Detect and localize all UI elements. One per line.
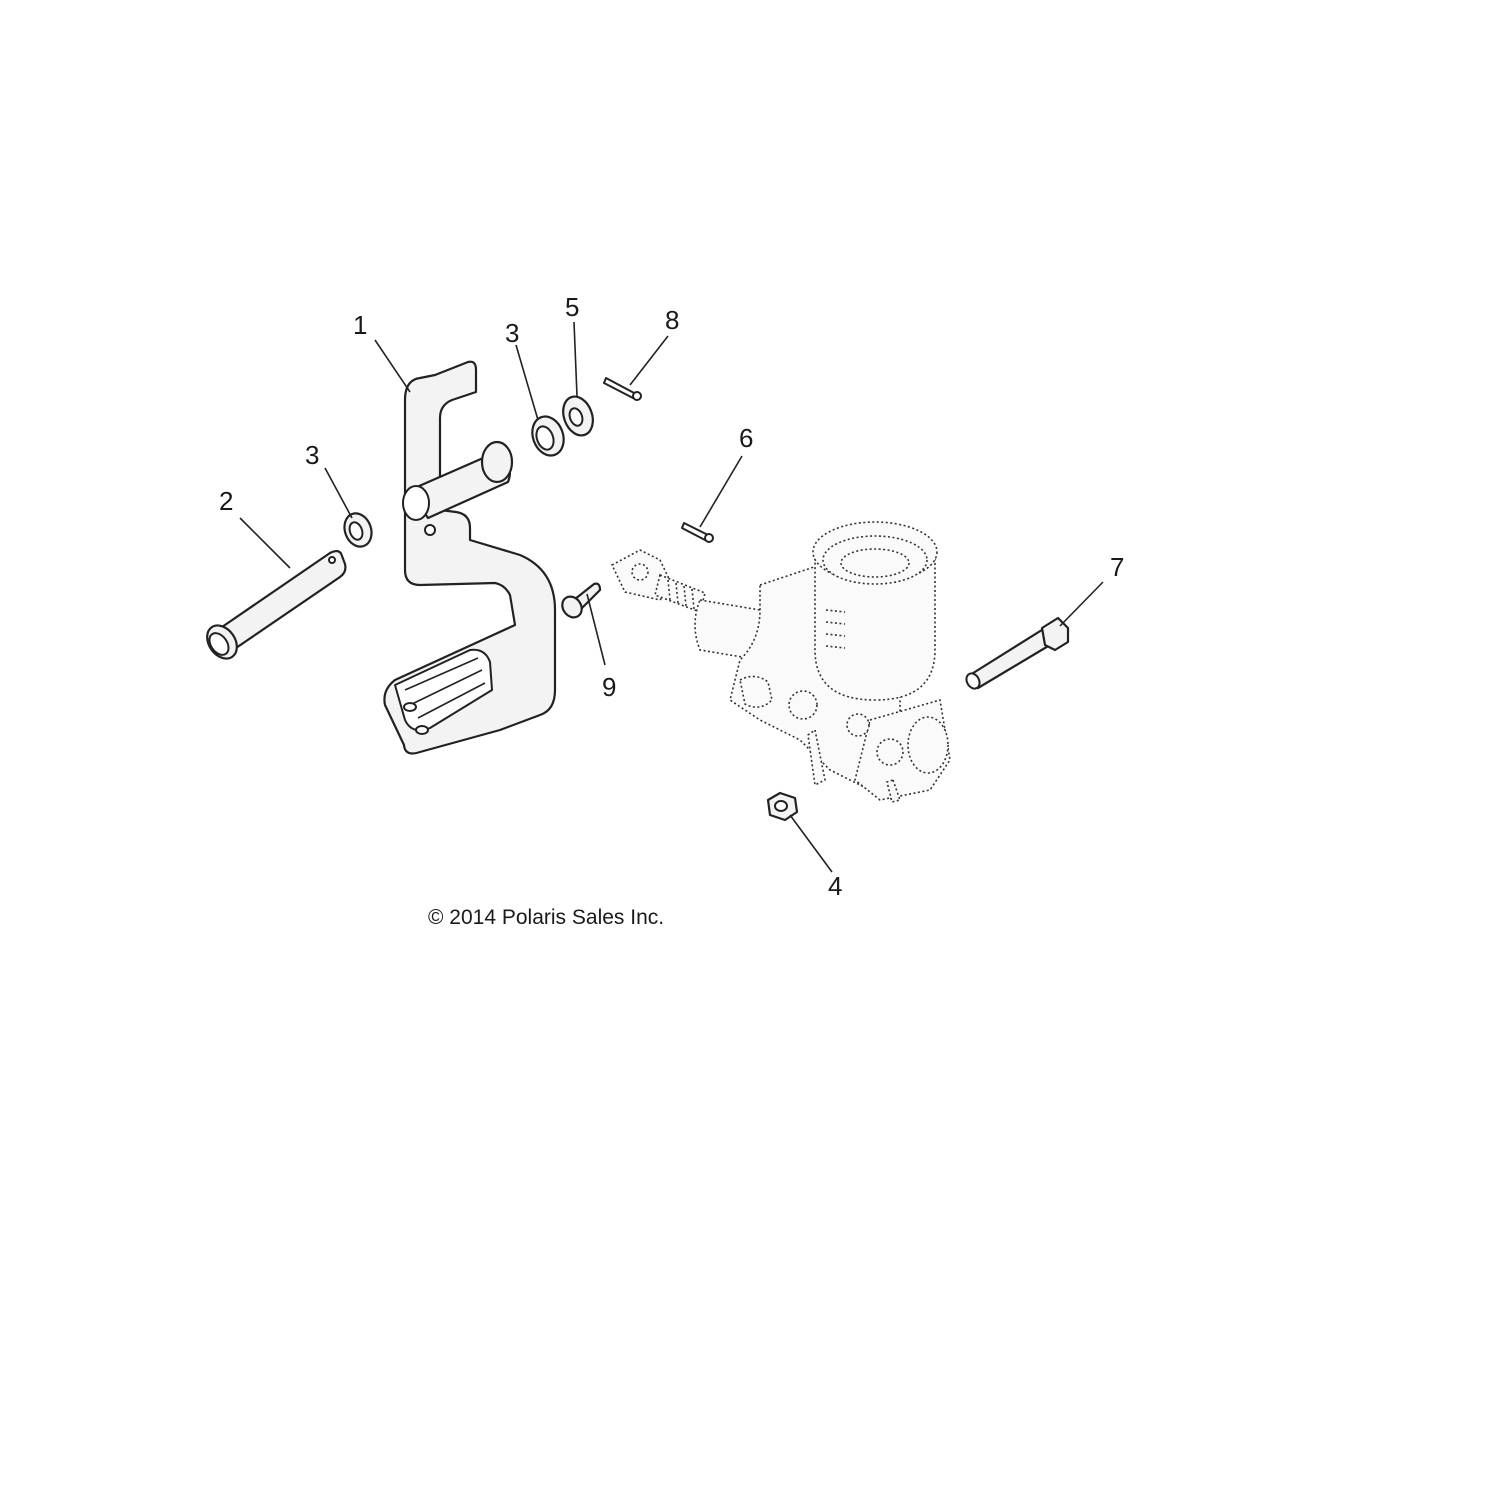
leader-line-4 <box>789 814 833 873</box>
washer-part-5 <box>562 395 594 437</box>
brake-pedal-arm <box>383 360 557 755</box>
copyright-notice: © 2014 Polaris Sales Inc. <box>428 906 664 929</box>
callout-label-2: 2 <box>219 486 233 516</box>
callout-label-3-left: 3 <box>305 440 319 470</box>
callout-label-5: 5 <box>565 292 579 322</box>
bolt-part-7 <box>965 616 1070 690</box>
cotter-pin-part-8 <box>603 377 642 401</box>
flange-nut-part-4 <box>766 791 799 822</box>
leader-line-9 <box>586 593 606 666</box>
callout-label-1: 1 <box>353 310 367 340</box>
leader-line-7 <box>1059 581 1104 627</box>
cotter-pin-part-6 <box>681 522 714 543</box>
callout-label-6: 6 <box>739 423 753 453</box>
leader-line-2 <box>239 517 291 569</box>
clevis-pin-part-9 <box>561 582 602 619</box>
clevis-pin-part-2 <box>206 549 347 660</box>
leader-line-6 <box>699 455 743 528</box>
leader-line-1 <box>374 339 411 393</box>
callout-label-8: 8 <box>665 305 679 335</box>
leader-line-8 <box>629 335 669 386</box>
leader-lines <box>239 321 1104 873</box>
leader-line-3-top <box>515 344 539 421</box>
bushing-part-3-left <box>343 512 373 548</box>
callout-label-4: 4 <box>828 871 842 901</box>
callout-label-9: 9 <box>602 672 616 702</box>
leader-line-5 <box>573 321 578 397</box>
master-cylinder-assembly <box>610 521 951 803</box>
callout-label-3-top: 3 <box>505 318 519 348</box>
callout-label-7: 7 <box>1110 552 1124 582</box>
leader-line-3-left <box>324 467 353 519</box>
bushing-part-3-top <box>531 415 565 457</box>
